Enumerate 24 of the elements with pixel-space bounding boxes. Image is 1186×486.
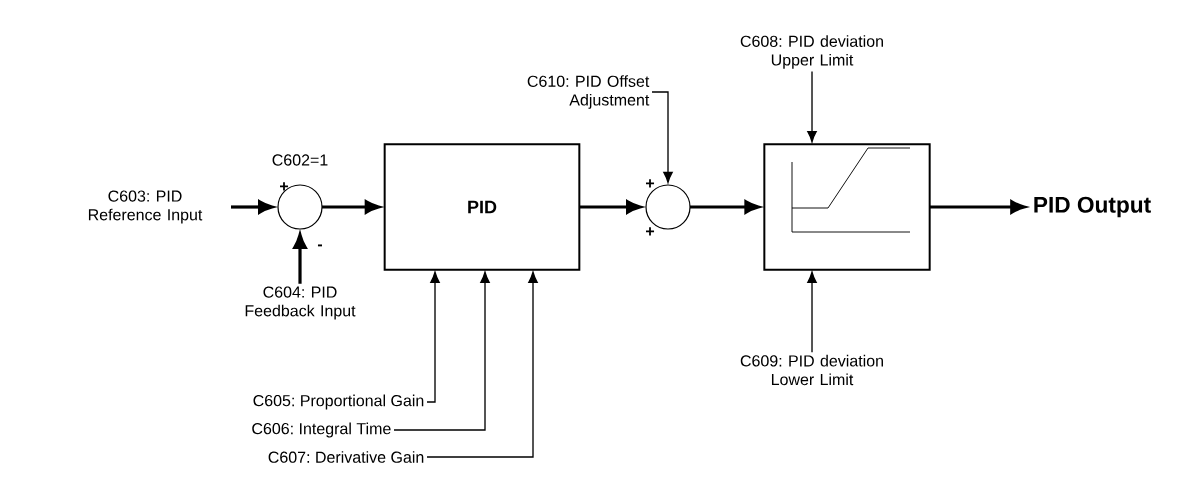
parameter-label: C603: PID Reference Input — [88, 190, 203, 224]
arrow — [807, 70, 817, 143]
plus-sign: + — [646, 227, 655, 236]
arrow — [651, 91, 673, 184]
parameter-label: C604: PID Feedback Input — [245, 286, 356, 320]
parameter-label: C606: Integral Time — [252, 422, 391, 438]
summing-junction — [277, 184, 323, 230]
output-label: PID Output — [1034, 196, 1151, 218]
arrow — [426, 271, 440, 403]
parameter-label: C608: PID deviation Upper Limit — [740, 35, 883, 69]
function-block: PID — [383, 143, 581, 271]
parameter-label: C609: PID deviation Lower Limit — [740, 354, 883, 386]
parameter-label: C610: PID Offset Adjustment — [527, 75, 650, 109]
label-text: C602=1 — [272, 154, 328, 166]
parameter-label: C607: Derivative Gain — [268, 451, 424, 463]
parameter-label: C605: Proportional Gain — [253, 394, 424, 410]
minus-sign: - — [317, 244, 322, 247]
arrow — [322, 200, 381, 214]
plus-sign: + — [280, 182, 289, 191]
arrow — [426, 271, 538, 458]
plus-sign: + — [646, 179, 655, 188]
limiter-block — [763, 143, 931, 271]
arrow — [807, 271, 817, 353]
arrow — [393, 271, 490, 431]
